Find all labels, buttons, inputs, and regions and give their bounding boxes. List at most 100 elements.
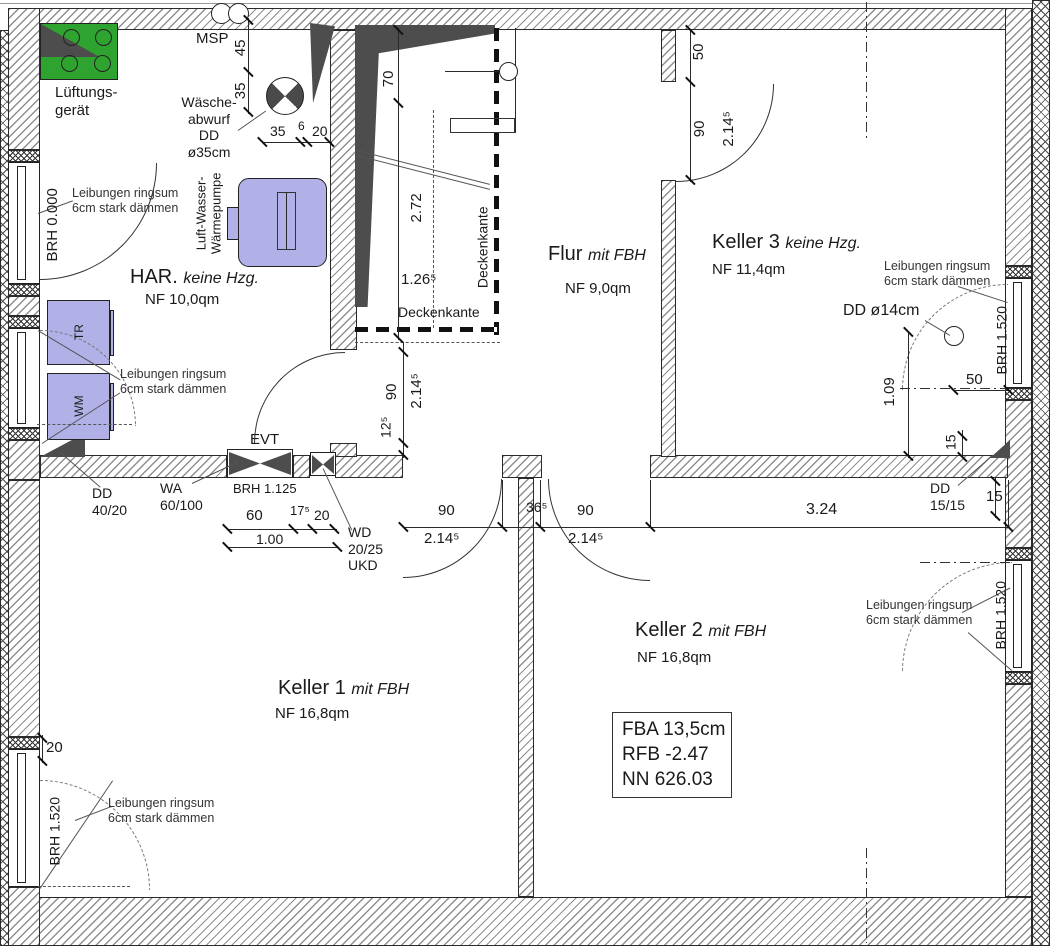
- label-lueftungsgeraet: Lüftungs- gerät: [55, 84, 118, 119]
- wall-middle-pillar: [502, 455, 542, 478]
- wall-keller1-keller2: [518, 478, 534, 897]
- dim-90-k1: 90: [438, 502, 455, 519]
- wall-left-top: [8, 8, 40, 150]
- label-brh-1125: BRH 1.125: [233, 481, 297, 496]
- dim-109: 1.09: [881, 377, 899, 407]
- dim-20-evt: 20: [314, 507, 330, 523]
- room-heating: mit FBH: [351, 681, 410, 698]
- witness-line: [540, 480, 541, 528]
- dim-line: [995, 478, 996, 518]
- witness-line: [502, 480, 503, 528]
- dim-20-bl: 20: [46, 739, 63, 756]
- axis-line: [866, 848, 868, 943]
- room-name: Flur: [548, 243, 583, 265]
- dim-50-k3: 50: [690, 43, 708, 61]
- note-leibungen: Leibungen ringsum 6cm stark dämmen: [72, 186, 179, 215]
- dim-2145-har: 2.14⁵: [408, 373, 426, 409]
- room-label-har: HAR. keine Hzg.: [130, 266, 259, 290]
- window-sill: [1005, 672, 1032, 684]
- fan-port: [95, 29, 112, 46]
- room-name: Keller 2: [635, 619, 703, 641]
- stair-handrail: [356, 150, 490, 186]
- dim-line: [908, 332, 909, 458]
- sheet-border-top: [0, 3, 1050, 4]
- dim-50-r: 50: [966, 371, 983, 388]
- label-dd-14: DD ø14cm: [843, 302, 920, 319]
- room-heating: keine Hzg.: [785, 235, 861, 252]
- stair-landing-outline: [450, 118, 515, 133]
- fan-port: [61, 55, 78, 72]
- dim-90-k2: 90: [577, 502, 594, 519]
- room-area-har: NF 10,0qm: [145, 291, 220, 308]
- axis-line: [866, 2, 868, 142]
- stair-symbol-circle: [499, 62, 518, 81]
- wall-middle-b: [293, 455, 310, 478]
- wall-left-mid: [8, 440, 40, 480]
- dim-20: 20: [312, 123, 328, 139]
- dim-90-k3: 90: [691, 120, 709, 138]
- wall-middle-a: [40, 455, 227, 478]
- window-glazing: [1013, 282, 1022, 384]
- label-waescheabwurf: Wäsche- abwurf DD ø35cm: [181, 94, 237, 160]
- wall-keller3-west: [661, 180, 676, 457]
- dim-1265: 1.26⁵: [401, 271, 437, 288]
- room-area-keller3: NF 11,4qm: [712, 261, 786, 278]
- dim-35v: 35: [232, 82, 250, 100]
- room-name: HAR.: [130, 266, 178, 288]
- dim-35: 35: [270, 123, 286, 139]
- label-deckenkante-h: Deckenkante: [398, 304, 480, 320]
- label-dd-15-15: DD 15/15: [930, 480, 966, 513]
- door-arc-har: [254, 352, 345, 443]
- room-label-keller1: Keller 1 mit FBH: [278, 677, 409, 701]
- deckenkante-line-vertical: [494, 28, 499, 343]
- dim-2145-k2: 2.14⁵: [568, 530, 604, 547]
- laundry-chute-symbol: [266, 77, 304, 115]
- label-brh-0000: BRH 0.000: [44, 188, 62, 262]
- dim-line: [262, 142, 332, 143]
- label-msp: MSP: [196, 30, 229, 47]
- dim-324: 3.24: [806, 501, 838, 518]
- dim-365: 36⁵: [526, 499, 548, 515]
- dim-70: 70: [380, 70, 398, 88]
- room-label-flur: Flur mit FBH: [548, 243, 646, 267]
- wall-middle-c: [335, 455, 403, 478]
- window-sill: [8, 284, 40, 296]
- dim-15-r2: 15: [986, 488, 1003, 505]
- wd-symbol: [310, 452, 336, 476]
- wall-stair-west: [330, 30, 357, 350]
- door-arc-keller1: [403, 479, 502, 578]
- note-leibungen: Leibungen ringsum 6cm stark dämmen: [108, 796, 215, 825]
- dim-line: [227, 547, 337, 548]
- wall-middle-e: [650, 455, 1008, 478]
- dim-line: [953, 390, 1010, 391]
- wd-bowtie-left: [312, 455, 323, 474]
- dim-line: [248, 18, 249, 114]
- insulation-strip-right: [1032, 0, 1050, 946]
- lightwell-chord: [38, 886, 130, 887]
- dim-100: 1.00: [256, 531, 284, 547]
- dim-15-r1: 15: [942, 434, 959, 451]
- dim-line: [42, 735, 43, 763]
- level-info-text: FBA 13,5cm RFB -2.47 NN 626.03: [622, 719, 726, 791]
- note-leibungen: Leibungen ringsum 6cm stark dämmen: [866, 598, 973, 627]
- wd-bowtie-right: [323, 455, 334, 474]
- fan-port: [94, 55, 111, 72]
- wall-top: [8, 8, 1032, 30]
- stair-edge-line: [515, 28, 516, 133]
- window-sill: [1005, 266, 1032, 278]
- dim-272: 2.72: [408, 193, 426, 223]
- room-name: Keller 1: [278, 677, 346, 699]
- label-wd: WD 20/25 UKD: [348, 524, 384, 574]
- room-heating: keine Hzg.: [183, 270, 259, 287]
- window-glazing: [17, 332, 26, 424]
- dim-line: [403, 527, 1008, 528]
- dim-125-har: 12⁵: [377, 416, 394, 438]
- heat-pump-inner: [277, 192, 296, 250]
- wall-right-upper: [1005, 8, 1032, 266]
- dim-line: [227, 529, 337, 530]
- wall-left-pier: [8, 296, 40, 316]
- window-sill: [8, 316, 40, 328]
- label-dd-40-20: DD 40/20: [92, 485, 128, 518]
- window-glazing: [1013, 564, 1022, 668]
